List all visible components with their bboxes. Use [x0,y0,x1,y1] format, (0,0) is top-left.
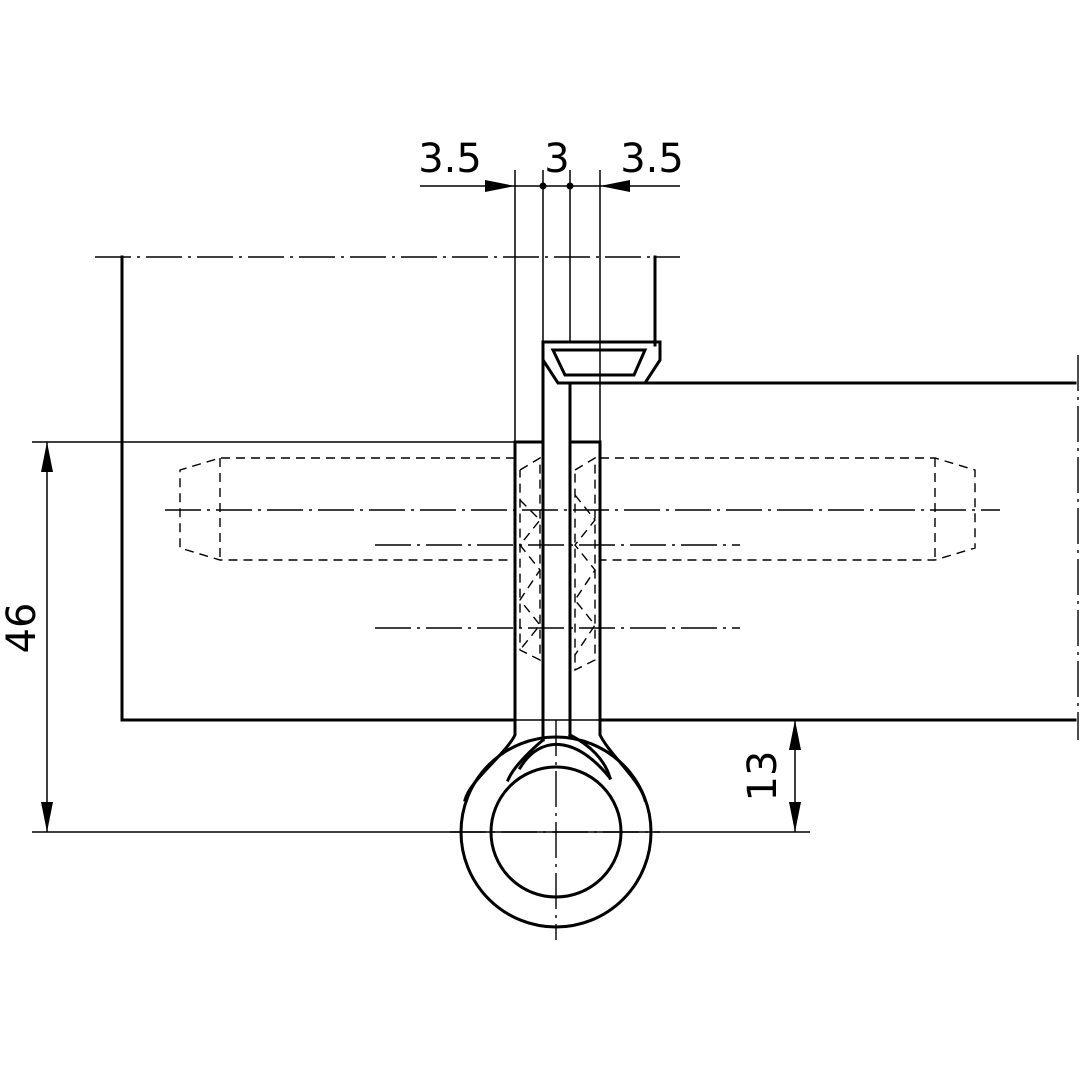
plate-cap-outer [541,340,662,385]
hinge-leaf [513,340,662,742]
right-thread-hidden [574,456,596,672]
dim-label-thickness: 3 [544,136,569,182]
arrow-left [485,180,515,192]
left-thread-zigzag [519,499,541,651]
dim-label-left-gap: 3.5 [418,136,482,182]
top-dimension: 3.5 3 3.5 [418,136,684,442]
offset-arrow-top [789,720,801,750]
dot-2 [566,182,574,190]
dim-label-offset: 13 [740,751,786,802]
offset-dimension: 13 [740,720,801,832]
left-frame [120,255,517,722]
right-thread-zigzag [574,494,596,656]
height-dimension: 46 [0,441,810,833]
offset-arrow-bottom [789,802,801,832]
knuckle-inner-arc [517,743,613,781]
dim-label-right-gap: 3.5 [620,136,684,182]
dim-label-height: 46 [0,603,45,654]
dot-1 [539,182,547,190]
plate-cap-inner [550,348,648,377]
height-arrow-top [41,442,53,472]
right-door [568,255,1079,740]
height-arrow-bottom [41,802,53,832]
centerlines [95,256,1000,940]
left-frame-outline [120,255,517,722]
hidden-lines [179,456,976,672]
leaf-left-outer [513,440,545,722]
left-sleeve-hidden [179,457,515,561]
knuckle-inner-right-flare [567,732,612,780]
knuckle-right-flare [598,718,647,802]
arrow-right [600,180,630,192]
knuckle-left-flare [463,718,517,802]
left-thread-hidden [519,456,541,662]
knuckle-inner-left-flare [506,737,546,782]
